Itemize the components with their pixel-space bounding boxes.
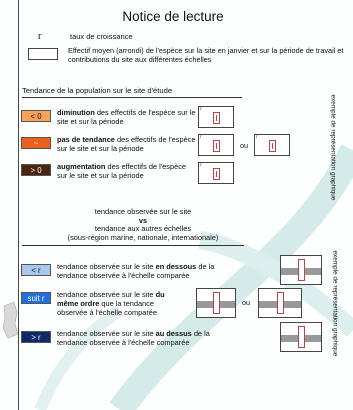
section-divider	[22, 97, 242, 98]
compare-badge: > r	[21, 331, 51, 343]
or-label: ou	[240, 141, 248, 150]
map-fragment	[2, 301, 18, 339]
trend-text: pas de tendance des effectifs de l'espèc…	[57, 135, 196, 153]
trend-row-increase: > 0 augmentation des effectifs de l'espè…	[21, 162, 197, 180]
page-title: Notice de lecture	[122, 9, 224, 24]
trend-tick	[216, 115, 217, 121]
growth-rate-label: taux de croissance	[70, 32, 133, 41]
trend-text: augmentation des effectifs de l'espèce s…	[57, 162, 187, 180]
section-title-site-trend: Tendance de la population sur le site d'…	[22, 86, 173, 95]
mean-count-box	[28, 48, 58, 60]
trend-tick	[216, 143, 217, 149]
site-bar	[298, 259, 305, 281]
compare-badge: < r	[21, 264, 51, 276]
trend-tick	[272, 143, 273, 149]
compare-row-above: > r tendance observée sur le site au des…	[21, 329, 227, 347]
trend-row-decrease: < 0 diminution des effectifs de l'espèce…	[21, 108, 197, 126]
reading-guide: Notice de lecture r taux de croissance E…	[18, 0, 353, 410]
example-graphic-increase: r	[198, 162, 234, 184]
example-compare-above	[280, 322, 322, 352]
side-label-section1: exemple de représentation graphique	[329, 94, 337, 201]
site-bar	[277, 292, 284, 314]
trend-badge: > 0	[21, 164, 51, 176]
compare-row-below: < r tendance observée sur le site en des…	[21, 262, 232, 280]
or-label: ou	[242, 298, 250, 307]
trend-text: diminution des effectifs de l'espèce sur…	[57, 108, 196, 126]
comparison-line-scales: (sous-région marine, nationale, internat…	[67, 232, 219, 242]
trend-badge: ~	[21, 137, 51, 149]
compare-row-same: suit r tendance observée sur le site du …	[21, 290, 182, 317]
trend-tick	[216, 171, 217, 177]
mean-count-label: Effectif moyen (arrondi) de l'espèce sur…	[68, 46, 344, 64]
example-graphic-decrease: r	[198, 106, 234, 128]
growth-rate-symbol: r	[38, 31, 42, 42]
compare-text: tendance observée sur le site au dessus …	[57, 329, 210, 347]
site-bar	[213, 292, 220, 314]
growth-rate-mini: r	[256, 135, 258, 140]
compare-badge: suit r	[21, 292, 51, 304]
trend-badge: < 0	[21, 110, 51, 122]
growth-rate-mini: r	[200, 135, 202, 140]
comparison-heading: tendance observée sur le site vs tendanc…	[18, 207, 268, 242]
example-compare-below	[280, 255, 322, 285]
legend-growth-rate: r taux de croissance	[38, 31, 133, 42]
compare-text: tendance observée sur le site en dessous…	[57, 262, 215, 280]
example-compare-same-alt	[258, 288, 302, 318]
growth-rate-mini: r	[200, 107, 202, 112]
example-compare-same	[196, 288, 236, 318]
page-left-border	[18, 0, 19, 410]
trend-row-stable: ~ pas de tendance des effectifs de l'esp…	[21, 135, 197, 153]
legend-mean-count: Effectif moyen (arrondi) de l'espèce sur…	[28, 46, 348, 64]
section-divider-2	[22, 245, 244, 246]
example-graphic-stable: r	[198, 134, 234, 156]
example-graphic-stable-alt: r	[254, 134, 290, 156]
side-label-section2: exemple de représentation graphique	[331, 250, 339, 357]
site-bar	[298, 326, 305, 348]
growth-rate-mini: r	[200, 163, 202, 168]
compare-text: tendance observée sur le site du même or…	[57, 290, 165, 317]
